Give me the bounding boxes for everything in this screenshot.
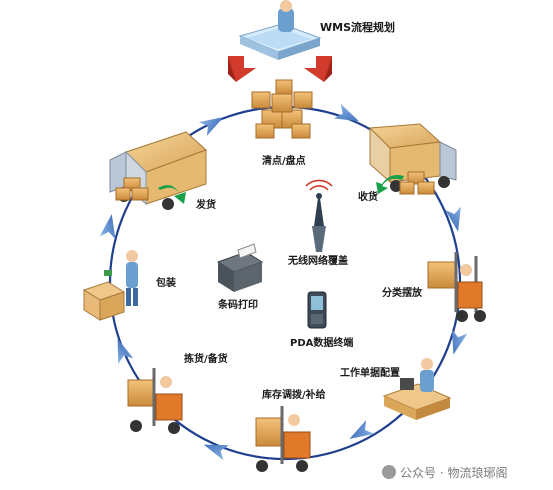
stage-label-count: 清点/盘点 xyxy=(262,156,306,167)
stage-label-sort: 分类摆放 xyxy=(382,288,422,299)
cycle-arrow-right-upper xyxy=(445,206,461,232)
red-arrow-right xyxy=(304,56,332,82)
stage-label-ship: 发货 xyxy=(196,200,216,211)
workorder-clerk-icon xyxy=(382,358,452,420)
cycle-arrow-left-upper xyxy=(99,214,116,240)
cycle-arrow-top-right xyxy=(333,103,360,122)
cycle-arrow-right-lower xyxy=(451,329,468,355)
cycle-arrow-bottom-right xyxy=(349,420,375,439)
center-label-barcode: 条码打印 xyxy=(218,300,258,311)
wireless-antenna-icon xyxy=(305,179,333,252)
wms-planner-icon xyxy=(238,0,322,60)
center-label-wireless: 无线网络覆盖 xyxy=(288,256,348,267)
stage-label-pick: 拣货/备货 xyxy=(184,354,228,365)
pda-terminal-icon xyxy=(307,291,327,329)
watermark-text: 公众号 · 物流琅琊阁 xyxy=(400,466,508,480)
cycle-arrow-top-left xyxy=(198,117,224,136)
shipping-truck-icon xyxy=(109,131,207,210)
packing-worker-icon xyxy=(82,250,138,321)
cycle-arrow-left-lower xyxy=(117,338,134,364)
barcode-printer-icon xyxy=(216,243,264,292)
receiving-truck-icon xyxy=(368,123,457,195)
picking-forklift-icon xyxy=(127,368,183,434)
stage-label-pack: 包装 xyxy=(156,278,176,289)
diagram-title: WMS流程规划 xyxy=(320,21,396,34)
wechat-icon xyxy=(382,465,396,479)
stage-label-receive: 收货 xyxy=(358,192,378,203)
cycle-arrow-bottom-left xyxy=(203,444,229,461)
stacked-boxes-icon xyxy=(251,79,313,139)
center-label-pda: PDA数据终端 xyxy=(290,338,354,349)
stage-label-workorder: 工作单据配置 xyxy=(340,368,400,379)
sorting-forklift-icon xyxy=(427,252,486,322)
transfer-forklift-icon xyxy=(255,406,311,472)
red-arrow-left xyxy=(228,56,256,82)
stage-label-transfer: 库存调拨/补给 xyxy=(262,390,326,401)
